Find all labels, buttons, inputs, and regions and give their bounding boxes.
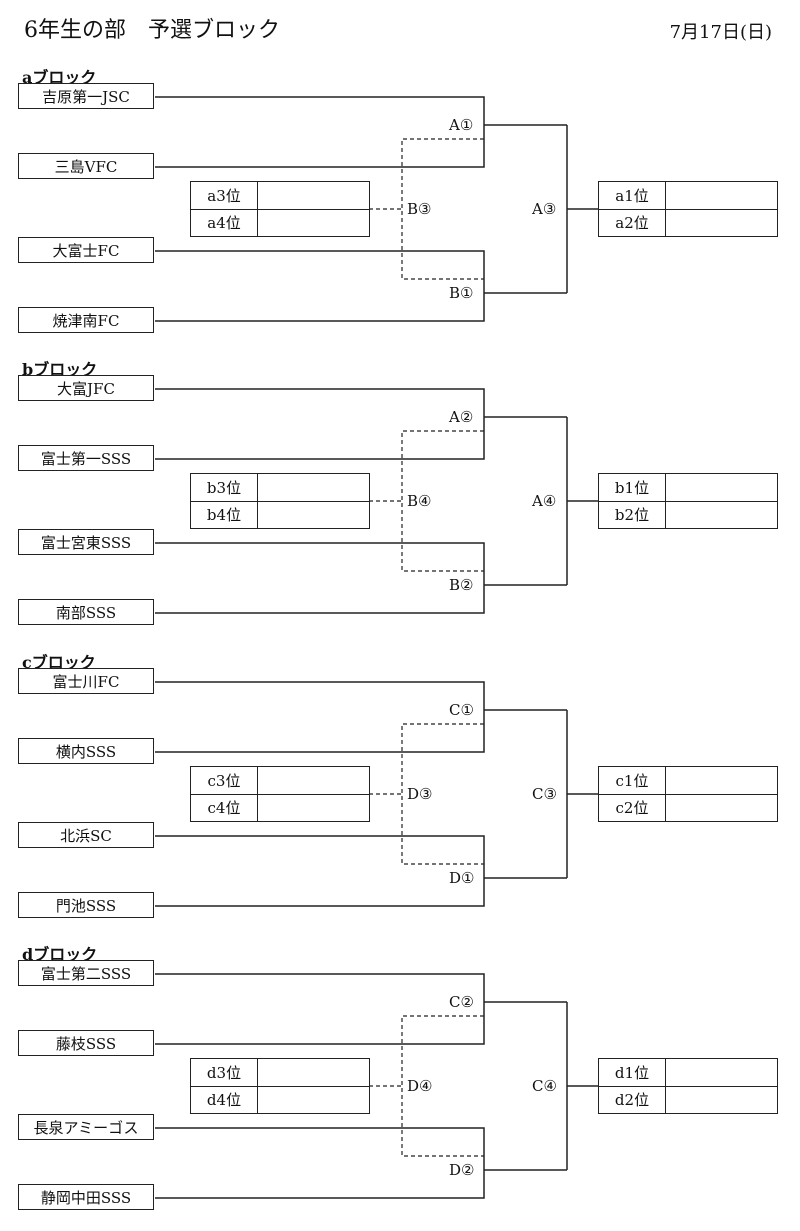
lower-rank-box: c3位 c4位 <box>190 766 370 822</box>
rank-label: c2位 <box>599 794 666 821</box>
match-line-top <box>155 681 485 753</box>
match-label-bottom: B② <box>448 576 475 594</box>
rank-label: a1位 <box>599 182 666 209</box>
bracket-lines <box>155 681 598 907</box>
team-box: 南部SSS <box>18 599 154 625</box>
rank-label: c3位 <box>191 767 258 794</box>
match-line-bottom <box>155 542 485 614</box>
rank-label: a2位 <box>599 209 666 236</box>
match-line-top <box>155 96 485 168</box>
rank-label: b1位 <box>599 474 666 501</box>
match-label-loser: D④ <box>406 1077 434 1095</box>
rank-entry <box>666 794 777 821</box>
rank-label: a4位 <box>191 209 258 236</box>
rank-entry <box>258 209 369 236</box>
rank-label: d1位 <box>599 1059 666 1086</box>
upper-rank-box: b1位 b2位 <box>598 473 778 529</box>
team-box: 北浜SC <box>18 822 154 848</box>
rank-entry <box>666 209 777 236</box>
team-box: 大富JFC <box>18 375 154 401</box>
team-box: 富士川FC <box>18 668 154 694</box>
rank-entry <box>666 474 777 501</box>
lower-rank-box: a3位 a4位 <box>190 181 370 237</box>
team-box: 吉原第一JSC <box>18 83 154 109</box>
team-box: 焼津南FC <box>18 307 154 333</box>
match-line-bottom <box>155 1127 485 1199</box>
match-label-top: A② <box>448 408 475 426</box>
team-box: 大富士FC <box>18 237 154 263</box>
loser-line-top <box>401 430 484 572</box>
rank-entry <box>666 1059 777 1086</box>
team-box: 富士第二SSS <box>18 960 154 986</box>
block-label: bブロック <box>22 360 98 379</box>
team-box: 門池SSS <box>18 892 154 918</box>
bracket-block: dブロック 富士第二SSS 藤枝SSS 長泉アミーゴス 静岡中田SSS C② D… <box>0 941 800 1231</box>
match-label-final: C④ <box>531 1077 558 1095</box>
rank-entry <box>258 474 369 501</box>
rank-label: d4位 <box>191 1086 258 1113</box>
match-label-bottom: D② <box>448 1161 476 1179</box>
bracket-block: bブロック 大富JFC 富士第一SSS 富士宮東SSS 南部SSS A② B② … <box>0 356 800 646</box>
page-title: 6年生の部 予選ブロック <box>24 18 280 43</box>
rank-label: c4位 <box>191 794 258 821</box>
rank-entry <box>666 182 777 209</box>
match-label-top: A① <box>448 116 475 134</box>
bracket-block: cブロック 富士川FC 横内SSS 北浜SC 門池SSS C① D① D③ C③… <box>0 649 800 939</box>
event-date: 7月17日(日) <box>669 22 772 43</box>
rank-entry <box>258 182 369 209</box>
rank-label: b2位 <box>599 501 666 528</box>
loser-line-top <box>401 723 484 865</box>
team-box: 横内SSS <box>18 738 154 764</box>
lower-rank-box: b3位 b4位 <box>190 473 370 529</box>
match-label-final: A③ <box>531 200 558 218</box>
rank-label: b3位 <box>191 474 258 501</box>
rank-entry <box>666 1086 777 1113</box>
rank-label: a3位 <box>191 182 258 209</box>
match-label-top: C② <box>448 993 475 1011</box>
lower-rank-box: d3位 d4位 <box>190 1058 370 1114</box>
bracket-lines <box>155 973 598 1199</box>
team-box: 静岡中田SSS <box>18 1184 154 1210</box>
match-label-bottom: D① <box>448 869 476 887</box>
block-label: aブロック <box>22 68 97 87</box>
upper-rank-box: c1位 c2位 <box>598 766 778 822</box>
match-line-bottom <box>155 835 485 907</box>
team-box: 藤枝SSS <box>18 1030 154 1056</box>
match-label-final: C③ <box>531 785 558 803</box>
team-box: 長泉アミーゴス <box>18 1114 154 1140</box>
match-line-top <box>155 973 485 1045</box>
rank-entry <box>666 767 777 794</box>
match-label-bottom: B① <box>448 284 475 302</box>
match-label-loser: B④ <box>406 492 433 510</box>
upper-rank-box: d1位 d2位 <box>598 1058 778 1114</box>
rank-label: b4位 <box>191 501 258 528</box>
team-box: 三島VFC <box>18 153 154 179</box>
rank-label: d2位 <box>599 1086 666 1113</box>
match-label-top: C① <box>448 701 475 719</box>
rank-entry <box>666 501 777 528</box>
rank-entry <box>258 501 369 528</box>
rank-entry <box>258 767 369 794</box>
rank-label: d3位 <box>191 1059 258 1086</box>
bracket-lines <box>155 388 598 614</box>
upper-rank-box: a1位 a2位 <box>598 181 778 237</box>
rank-entry <box>258 1059 369 1086</box>
bracket-lines <box>155 96 598 322</box>
rank-label: c1位 <box>599 767 666 794</box>
team-box: 富士宮東SSS <box>18 529 154 555</box>
match-label-loser: D③ <box>406 785 434 803</box>
match-line-top <box>155 388 485 460</box>
rank-entry <box>258 794 369 821</box>
team-box: 富士第一SSS <box>18 445 154 471</box>
match-line-bottom <box>155 250 485 322</box>
rank-entry <box>258 1086 369 1113</box>
block-label: cブロック <box>22 653 96 672</box>
block-label: dブロック <box>22 945 98 964</box>
loser-line-top <box>401 138 484 280</box>
match-label-loser: B③ <box>406 200 433 218</box>
match-label-final: A④ <box>531 492 558 510</box>
loser-line-top <box>401 1015 484 1157</box>
bracket-block: aブロック 吉原第一JSC 三島VFC 大富士FC 焼津南FC A① B① B③… <box>0 64 800 354</box>
